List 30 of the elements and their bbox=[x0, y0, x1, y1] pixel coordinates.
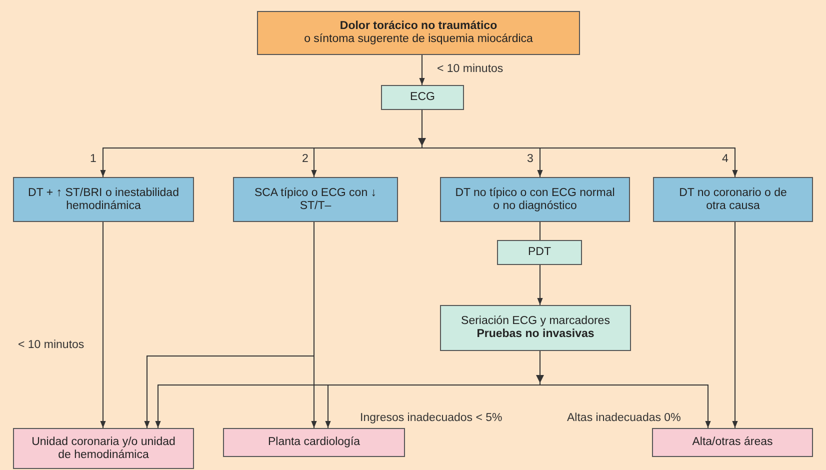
arrow bbox=[311, 222, 317, 428]
process-box bbox=[233, 177, 398, 222]
box-heading: Seriación ECG y marcadores bbox=[461, 315, 610, 328]
box-heading: Dolor torácico no traumático bbox=[340, 20, 498, 33]
box-text: ECG bbox=[410, 91, 435, 104]
process-box bbox=[13, 177, 194, 222]
arrow bbox=[100, 222, 106, 428]
box-text: Unidad coronaria y/o unidad de hemodinámica bbox=[30, 436, 176, 462]
process-box bbox=[257, 11, 580, 55]
box-text: Planta cardiología bbox=[268, 436, 360, 449]
box-text: o síntoma sugerente de isquemia miocárdica bbox=[304, 33, 533, 46]
note-text: Ingresos inadecuados < 5% bbox=[360, 412, 502, 425]
box-text: SCA típico o ECG con ↓ ST/T– bbox=[253, 186, 378, 212]
box-text: DT + ↑ ST/BRI o inestabilidad hemodinámica bbox=[28, 186, 179, 212]
arrow bbox=[732, 222, 738, 428]
process-box bbox=[652, 428, 813, 457]
process-box bbox=[497, 240, 582, 265]
box-text: Pruebas no invasivas bbox=[476, 328, 594, 341]
box-text: DT no coronario o de otra causa bbox=[678, 186, 788, 212]
process-box bbox=[653, 177, 813, 222]
box-text: Alta/otras áreas bbox=[692, 436, 773, 449]
box-text: DT no típico o con ECG normal o no diagnóstico bbox=[455, 186, 615, 212]
process-box bbox=[223, 428, 405, 457]
process-box bbox=[440, 177, 630, 222]
arrow bbox=[419, 54, 425, 86]
process-box bbox=[440, 305, 631, 351]
arrow bbox=[537, 264, 543, 306]
process-box bbox=[381, 85, 464, 110]
process-box bbox=[13, 428, 194, 469]
box-text: PDT bbox=[528, 246, 551, 259]
